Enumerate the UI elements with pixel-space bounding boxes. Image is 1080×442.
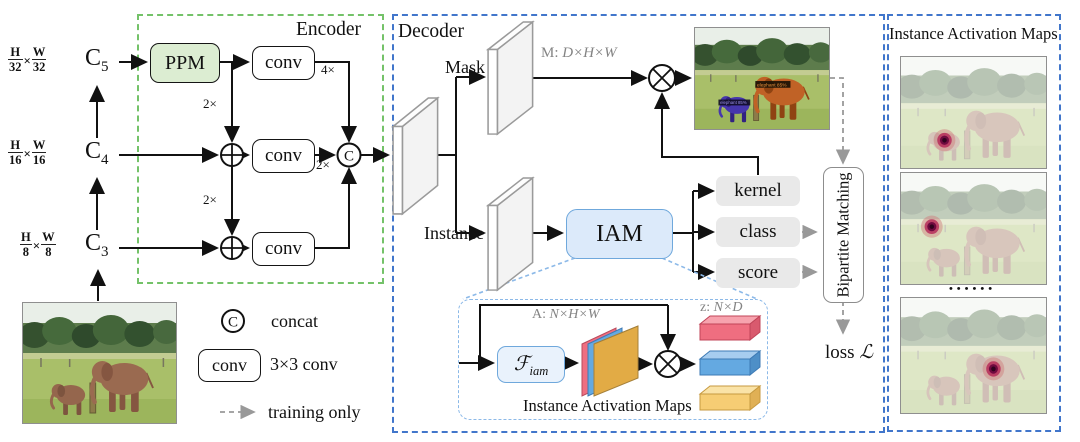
decoder-title: Decoder <box>398 21 465 42</box>
iam-block: IAM <box>566 209 673 259</box>
class-box: class <box>716 217 800 247</box>
instance-vector-bars <box>698 314 764 414</box>
right-panel-title: Instance Activation Maps <box>889 24 1058 43</box>
a-dim-label: A: N×H×W <box>532 307 600 322</box>
instance-activation-maps-region <box>887 14 1061 432</box>
f-iam-block: ℱiam <box>497 346 565 383</box>
encoder-title: Encoder <box>296 19 361 40</box>
legend-concat-circle <box>221 309 245 333</box>
legend-concat-label: concat <box>271 311 318 331</box>
shared-feature-slab <box>390 96 449 218</box>
instance-branch-label: Instance <box>424 223 484 243</box>
activation-map-image-1 <box>900 56 1047 169</box>
mask-feature-slab <box>485 20 544 138</box>
decoder-region <box>392 14 885 433</box>
conv-block-mid: conv <box>252 139 315 173</box>
c4-label: C4 <box>85 138 109 168</box>
activation-map-image-2 <box>900 172 1047 285</box>
conv-block-top: conv <box>252 46 315 80</box>
ellipsis-dots: •••••• <box>948 283 997 295</box>
legend-conv-desc: 3×3 conv <box>270 354 338 374</box>
ppm-block: PPM <box>150 43 220 83</box>
mask-output-image: elephant 85% elephant 85% <box>694 27 830 130</box>
mask-branch-label: Mask <box>445 57 485 77</box>
activation-map-image-3 <box>900 297 1047 414</box>
kernel-box: kernel <box>716 176 800 206</box>
conv-block-bottom: conv <box>252 232 315 266</box>
upsample-2x-bottom: 2× <box>203 192 217 207</box>
c3-label: C3 <box>85 230 109 260</box>
mask-dim-label: M: D×H×W <box>541 45 617 61</box>
z-dim-label: z: N×D <box>700 300 743 315</box>
upsample-2x-top: 2× <box>203 96 217 111</box>
svg-text:elephant 85%: elephant 85% <box>720 100 747 105</box>
svg-text:elephant 85%: elephant 85% <box>757 82 787 88</box>
bipartite-matching-box: Bipartite Matching <box>823 167 864 303</box>
score-box: score <box>716 258 800 288</box>
legend-training-label: training only <box>268 402 361 422</box>
input-image <box>22 302 177 424</box>
loss-label: loss ℒ <box>824 342 873 363</box>
legend-conv-box: conv <box>198 349 261 382</box>
instance-feature-slab <box>485 176 544 294</box>
activation-maps-stack <box>580 322 640 400</box>
iam-detail-caption: Instance Activation Maps <box>523 396 692 415</box>
c5-label: C5 <box>85 45 109 75</box>
iam-detail-region <box>458 299 768 420</box>
upsample-4x: 4× <box>321 62 335 77</box>
upsample-2x-mid: 2× <box>316 157 330 172</box>
legend-concat-circle-label: C <box>228 315 238 331</box>
